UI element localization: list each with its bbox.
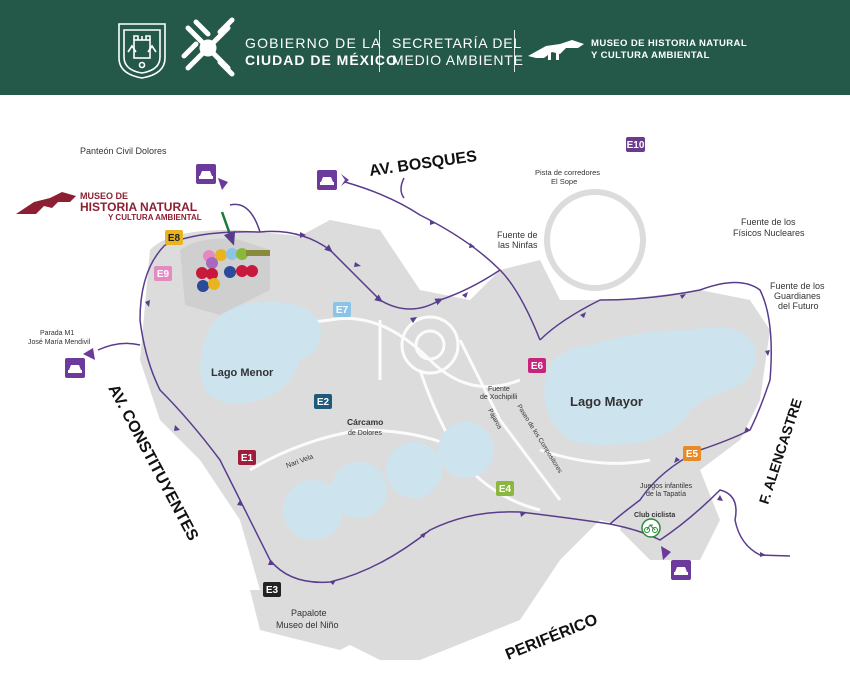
- label-pista-2: El Sope: [551, 177, 577, 186]
- dinosaur-icon: [528, 40, 584, 60]
- label-lago-menor: Lago Menor: [211, 367, 274, 379]
- label-juegos-2: de la Tapatía: [646, 491, 686, 498]
- label-parada-2: José María Mendivil: [28, 339, 91, 346]
- label-carcamo-2: de Dolores: [348, 430, 382, 437]
- secretaria-line2: MEDIO AMBIENTE: [392, 52, 524, 68]
- label-panteon: Panteón Civil Dolores: [80, 146, 167, 156]
- svg-text:E10: E10: [627, 140, 645, 151]
- park-map: AV. BOSQUES AV. CONSTITUYENTES PERIFÉRIC…: [16, 137, 825, 664]
- header-divider: [514, 30, 515, 72]
- entrance-pin-e10: E10: [626, 137, 645, 152]
- svg-text:E4: E4: [499, 484, 512, 495]
- parking-car-icon: [661, 546, 691, 580]
- carcamo-pool: [438, 422, 494, 478]
- entrance-pin-e5: E5: [683, 446, 701, 461]
- secretaria-line1: SECRETARÍA DEL: [392, 35, 522, 51]
- label-juegos: Juegos infantiles: [640, 483, 693, 490]
- museum-header-line2: Y CULTURA AMBIENTAL: [591, 50, 710, 61]
- museum-map-logo: MUSEO DE HISTORIA NATURAL Y CULTURA AMBI…: [16, 191, 202, 222]
- label-xochipilli: Fuente: [488, 386, 510, 393]
- label-parada: Parada M1: [40, 330, 74, 337]
- svg-text:E8: E8: [168, 233, 181, 244]
- svg-text:E5: E5: [686, 449, 699, 460]
- svg-text:E1: E1: [241, 453, 254, 464]
- svg-text:E2: E2: [317, 397, 330, 408]
- label-guardianes: Fuente de los: [770, 281, 825, 291]
- header-bar: GOBIERNO DE LA CIUDAD DE MÉXICO SECRETAR…: [0, 0, 850, 95]
- label-ninfas: Fuente de: [497, 230, 538, 240]
- entrance-pin-e4: E4: [496, 481, 514, 496]
- label-xochipilli-2: de Xochipilli: [480, 394, 518, 401]
- parking-car-icon: [317, 170, 349, 190]
- parking-car-icon: [65, 348, 95, 378]
- road-label-alencastre: F. ALENCASTRE: [756, 396, 805, 506]
- label-guardianes-2: Guardianes: [774, 291, 821, 301]
- road-label-bosques: AV. BOSQUES: [368, 148, 478, 180]
- museum-logo-line1: MUSEO DE: [80, 191, 128, 201]
- label-club: Club ciclista: [634, 512, 675, 519]
- museum-logo-line3: Y CULTURA AMBIENTAL: [108, 213, 202, 222]
- label-fisicos-2: Físicos Nucleares: [733, 228, 805, 238]
- lago-menor-water: [200, 301, 321, 404]
- entrance-pin-e7: E7: [333, 302, 351, 317]
- svg-text:E3: E3: [266, 585, 279, 596]
- museum-header-line1: MUSEO DE HISTORIA NATURAL: [591, 38, 748, 49]
- carcamo-pool: [386, 442, 442, 498]
- coat-of-arms-icon: [118, 23, 166, 79]
- svg-text:E6: E6: [531, 361, 544, 372]
- label-lago-mayor: Lago Mayor: [570, 394, 643, 409]
- svg-text:E9: E9: [157, 269, 170, 280]
- entrance-pin-e3: E3: [263, 582, 281, 597]
- label-pista: Pista de corredores: [535, 168, 600, 177]
- parking-icons: [65, 164, 691, 580]
- label-guardianes-3: del Futuro: [778, 301, 819, 311]
- entrance-pin-e2: E2: [314, 394, 332, 409]
- dinosaur-icon: [16, 192, 76, 214]
- carcamo-pool: [331, 462, 387, 518]
- cdmx-logo-icon: [181, 17, 235, 77]
- label-papalote-2: Museo del Niño: [276, 620, 339, 630]
- route-direction-arrows: [145, 220, 770, 585]
- entrance-pin-e9: E9: [154, 266, 172, 281]
- entrance-pin-e6: E6: [528, 358, 546, 373]
- label-ninfas-2: las Ninfas: [498, 240, 538, 250]
- entrance-pin-e1: E1: [238, 450, 256, 465]
- pista-corredores: [544, 189, 646, 291]
- carcamo-pool: [283, 480, 343, 540]
- museum-pointer-arrow: [220, 211, 236, 246]
- bicycle-icon: [641, 518, 661, 538]
- header-logos: [118, 17, 584, 79]
- label-carcamo: Cárcamo: [347, 417, 383, 427]
- museum-domes: [180, 238, 270, 315]
- lago-mayor-water: [544, 327, 756, 445]
- entrance-pin-e8: E8: [165, 230, 183, 245]
- lakes: [200, 301, 756, 540]
- svg-text:E7: E7: [336, 305, 349, 316]
- header-divider: [379, 30, 380, 72]
- gov-title-line2: CIUDAD DE MÉXICO: [245, 52, 398, 68]
- parking-car-icon: [196, 164, 228, 190]
- gov-title-line1: GOBIERNO DE LA: [245, 35, 382, 51]
- museum-logo-line2: HISTORIA NATURAL: [80, 200, 197, 214]
- label-fisicos: Fuente de los: [741, 217, 796, 227]
- label-papalote: Papalote: [291, 608, 327, 618]
